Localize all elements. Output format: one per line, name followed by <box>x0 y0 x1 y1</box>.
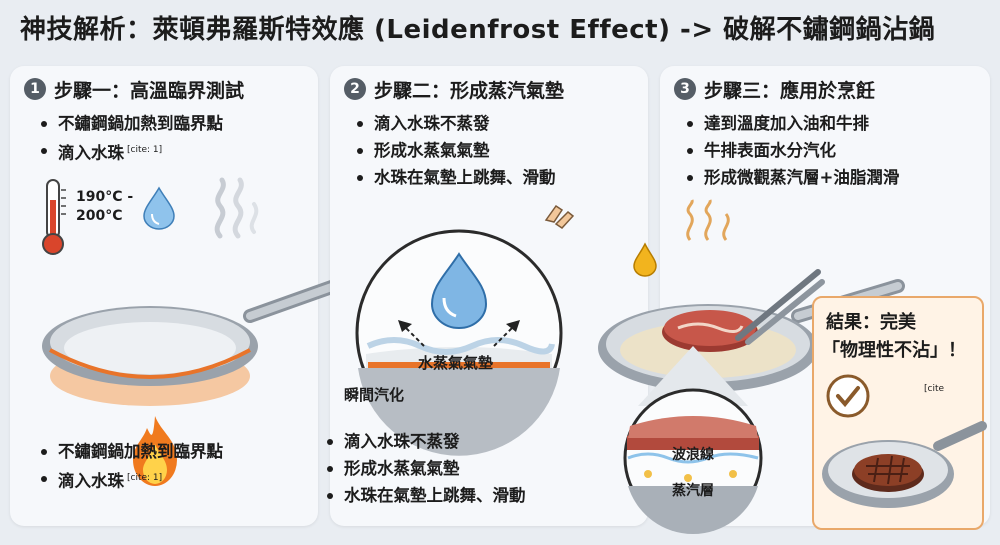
step-3-heading: 3 步驟三：應用於烹飪 <box>674 74 875 104</box>
steam-layer-label: 蒸汽層 <box>672 483 714 499</box>
tongs-icon <box>735 269 825 345</box>
list-item: 滴入水珠[cite: 1] <box>36 137 223 167</box>
step-2-title: 步驟二：形成蒸汽氣墊 <box>374 79 565 102</box>
list-item: 不鏽鋼鍋加熱到臨界點 <box>36 110 223 137</box>
list-item: 水珠在氣墊上跳舞、滑動 <box>322 482 526 509</box>
water-drop-icon <box>143 186 175 230</box>
steam-icon <box>686 199 730 241</box>
citation: [cite: 1] <box>127 145 163 155</box>
oil-drop-icon <box>633 242 657 277</box>
result-subheading: 「物理性不沾」！ <box>822 340 966 361</box>
list-item: 達到溫度加入油和牛排 <box>682 110 899 137</box>
temperature-label: 190°C - 200°C <box>76 189 134 224</box>
page-title: 神技解析：萊頓弗羅斯特效應 (Leidenfrost Effect) -> 破解… <box>20 15 936 45</box>
seared-steak-pan <box>822 421 987 508</box>
list-item: 形成微觀蒸汽層+油脂潤滑 <box>682 164 899 191</box>
step-2-panel: 2 步驟二：形成蒸汽氣墊 滴入水珠不蒸發 形成水蒸氣氣墊 水珠在氣墊上跳舞、滑動… <box>326 66 648 526</box>
step-1-heading: 1 步驟一：高溫臨界測試 <box>24 74 244 104</box>
step-2-bullets-top: 滴入水珠不蒸發 形成水蒸氣氣墊 水珠在氣墊上跳舞、滑動 <box>352 110 556 191</box>
step-3-bullets-top: 達到溫度加入油和牛排 牛排表面水分汽化 形成微觀蒸汽層+油脂潤滑 <box>682 110 899 191</box>
magnified-droplet-view <box>355 229 563 456</box>
citation: [cite: 1] <box>127 473 163 483</box>
step-2-heading: 2 步驟二：形成蒸汽氣墊 <box>344 74 564 104</box>
result-callout: 結果：完美 「物理性不沾」！ [cite <box>812 296 987 530</box>
step-2-number-badge: 2 <box>344 78 366 100</box>
wave-line-label: 波浪線 <box>672 447 714 463</box>
list-item: 不鏽鋼鍋加熱到臨界點 <box>36 438 223 465</box>
list-item: 水珠在氣墊上跳舞、滑動 <box>352 164 556 191</box>
step-3-title: 步驟三：應用於烹飪 <box>704 79 876 102</box>
step-3-number-badge: 3 <box>674 78 696 100</box>
instant-vaporization-label: 瞬間汽化 <box>344 386 405 404</box>
step-1-bullets-top: 不鏽鋼鍋加熱到臨界點 滴入水珠[cite: 1] <box>36 110 223 167</box>
list-item: 牛排表面水分汽化 <box>682 137 899 164</box>
step-1-title: 步驟一：高溫臨界測試 <box>54 79 245 102</box>
list-item: 形成水蒸氣氣墊 <box>352 137 556 164</box>
steam-icon <box>214 177 259 239</box>
steam-cushion-label: 水蒸氣氣墊 <box>418 354 494 372</box>
step-1-panel: 1 步驟一：高溫臨界測試 不鏽鋼鍋加熱到臨界點 滴入水珠[cite: 1] 19… <box>10 66 347 526</box>
step-2-bullets-bottom: 滴入水珠不蒸發 形成水蒸氣氣墊 水珠在氣墊上跳舞、滑動 <box>322 428 526 509</box>
list-item: 滴入水珠不蒸發 <box>322 428 526 455</box>
checkmark-icon <box>826 374 870 418</box>
frying-pan-illustration <box>42 277 347 406</box>
list-item: 滴入水珠不蒸發 <box>352 110 556 137</box>
zoomed-steam-layer-view <box>623 346 763 535</box>
flame-icon <box>133 416 177 486</box>
citation: [cite <box>924 384 945 394</box>
step-1-number-badge: 1 <box>24 78 46 100</box>
result-heading: 結果：完美 <box>826 312 916 333</box>
step-1-bullets-bottom: 不鏽鋼鍋加熱到臨界點 滴入水珠[cite: 1] <box>36 438 223 495</box>
hand-icon <box>544 204 575 229</box>
list-item: 滴入水珠[cite: 1] <box>36 465 223 495</box>
thermometer-icon <box>42 179 66 255</box>
list-item: 形成水蒸氣氣墊 <box>322 455 526 482</box>
